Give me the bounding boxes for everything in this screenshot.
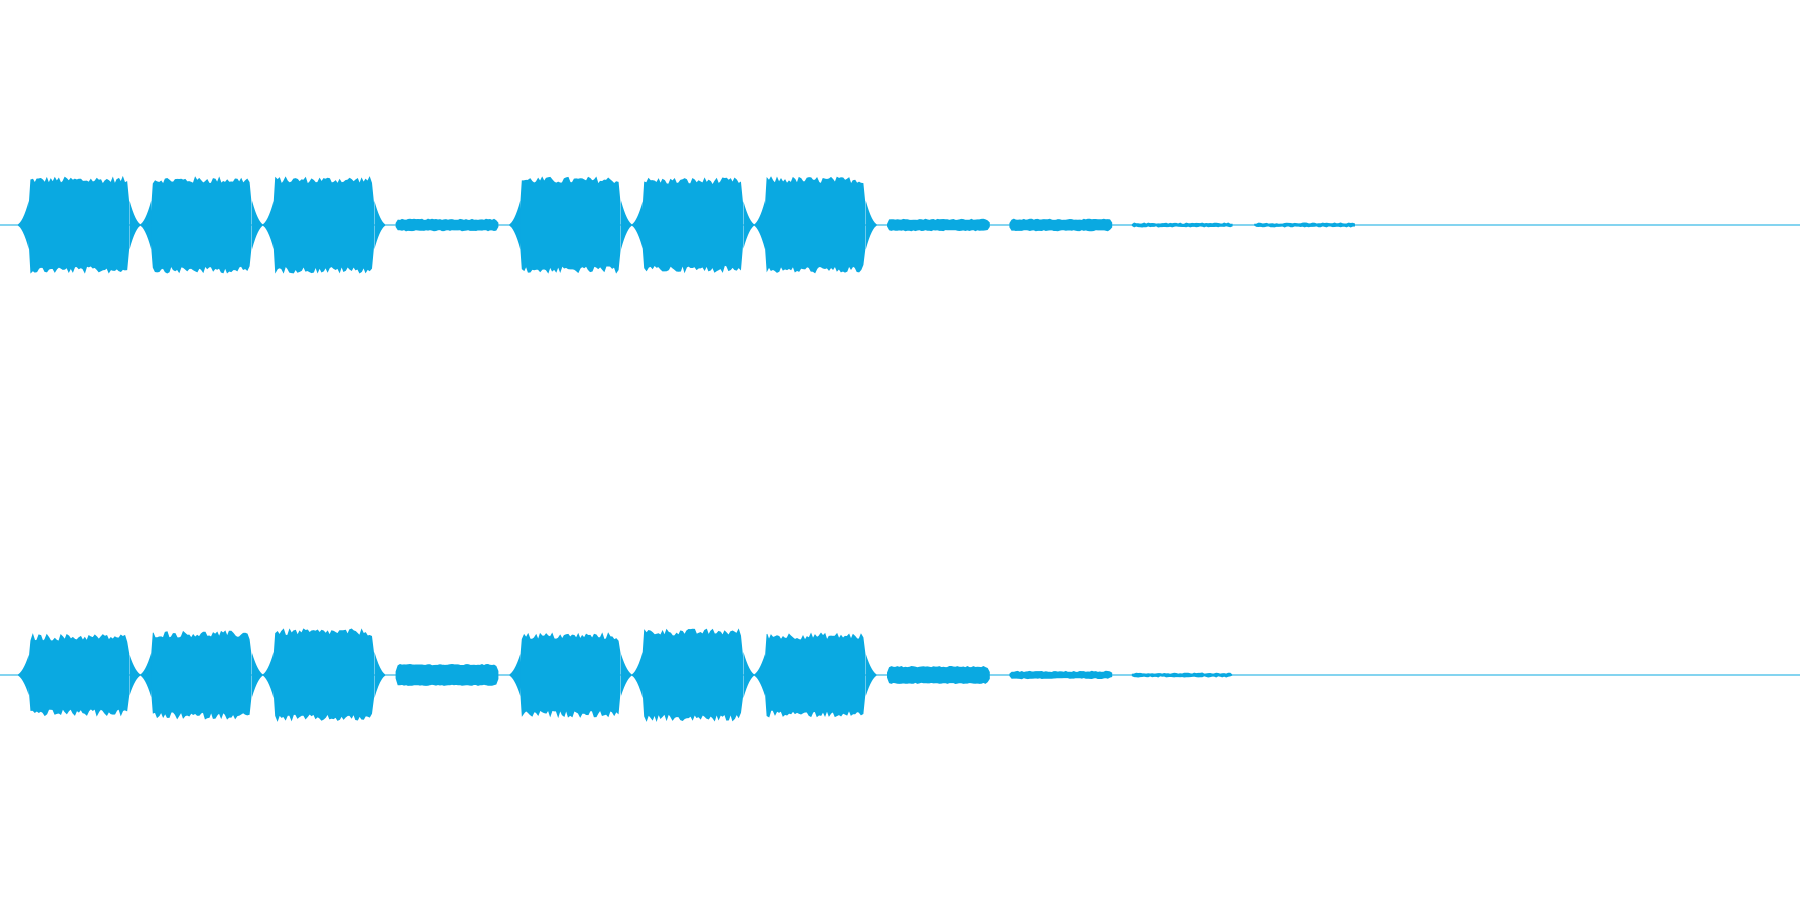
channel-1-segment-3-attack: [261, 200, 274, 250]
channel-1-segment-2-release: [252, 200, 264, 250]
channel-1-segment-3-release: [374, 200, 387, 250]
channel-2-segment-2-release: [252, 653, 264, 697]
channel-2-segment-7-attack: [753, 654, 765, 696]
channel-2-segment-6-attack: [630, 651, 643, 699]
channel-2-segment-2-attack: [139, 653, 152, 697]
channel-1-segment-2-attack: [139, 200, 152, 250]
channel-2-segment-1: [28, 633, 130, 717]
channel-2-segment-3-attack: [261, 651, 274, 699]
channel-2-segment-4: [395, 663, 499, 686]
channel-2-segment-9: [1009, 670, 1113, 680]
channel-1-segment-1-attack: [16, 200, 29, 250]
channel-2-segment-6-release: [743, 651, 756, 699]
channel-2-segment-2: [150, 630, 252, 720]
channel-1-segment-5-release: [621, 200, 633, 250]
channel-2-segment-1-attack: [16, 654, 29, 696]
channel-1-segment-4: [395, 218, 499, 232]
channel-2-segment-3: [273, 628, 374, 722]
channel-1-segment-8: [887, 218, 990, 232]
channel-2-segment-7-release: [865, 654, 878, 696]
channel-1-segment-6-attack: [630, 201, 643, 249]
channel-1-track: [0, 175, 1800, 274]
channel-1-segment-1: [28, 175, 130, 274]
channel-1-segment-3: [273, 176, 374, 274]
channel-2-segment-8: [887, 665, 990, 685]
channel-2-segment-6: [642, 628, 743, 723]
channel-1-segment-7: [764, 176, 866, 274]
channel-1-segment-6-release: [743, 201, 756, 249]
channel-1-segment-10: [1131, 222, 1233, 228]
channel-2-segment-3-release: [374, 651, 387, 699]
channel-1-segment-6: [642, 177, 743, 274]
channel-2-segment-10: [1131, 672, 1233, 678]
channel-1-segment-5: [519, 176, 621, 274]
channel-2-segment-7: [764, 632, 866, 718]
channel-2-segment-5-attack: [508, 654, 521, 696]
channel-1-segment-5-attack: [508, 200, 521, 250]
channel-2-track: [0, 628, 1800, 723]
channel-2-segment-5: [519, 632, 621, 719]
channel-1-segment-2: [150, 176, 252, 274]
channel-1-segment-7-attack: [753, 200, 765, 250]
channel-1-segment-1-release: [129, 200, 142, 250]
channel-2-segment-1-release: [129, 654, 142, 696]
channel-1-segment-9: [1009, 218, 1113, 232]
channel-2-segment-5-release: [621, 654, 633, 696]
channel-1-segment-7-release: [865, 200, 878, 250]
channel-1-segment-11: [1254, 222, 1355, 228]
